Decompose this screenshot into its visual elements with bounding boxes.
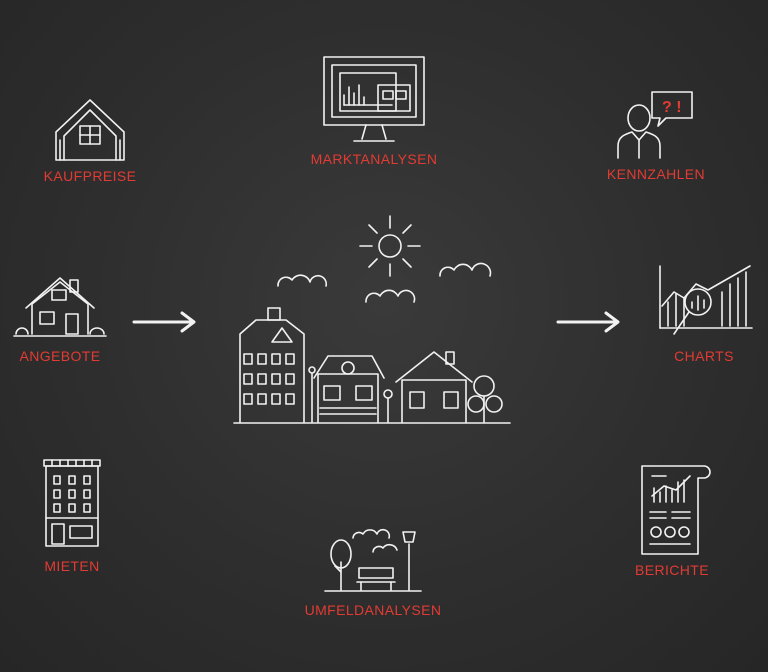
arrow-right-icon [132,311,196,333]
node-umfeldanalysen: UMFELDANALYSEN [300,522,446,618]
report-document-icon [641,465,711,555]
node-charts: CHARTS [648,262,760,364]
cityscape-icon [233,215,511,424]
label-kaufpreise: KAUFPREISE [43,168,137,184]
park-bench-icon [324,528,422,592]
cloud-icon [439,262,492,277]
label-umfeldanalysen: UMFELDANALYSEN [304,602,442,618]
node-mieten: MIETEN [30,456,114,574]
chart-magnifier-icon [659,265,753,335]
label-charts: CHARTS [674,348,734,364]
tree-icon [473,375,495,397]
monitor-chart-icon [323,56,425,142]
sun-icon [359,215,421,277]
speech-bubble-text: ? ! [662,99,682,116]
label-mieten: MIETEN [44,558,100,574]
house-roof-icon [55,99,125,161]
label-berichte: BERICHTE [635,562,709,578]
cloud-icon [277,274,328,287]
label-marktanalysen: MARKTANALYSEN [310,151,438,167]
person-question-icon: ? ! [617,91,693,159]
node-kaufpreise: KAUFPREISE [40,96,140,184]
label-angebote: ANGEBOTE [19,348,101,364]
apartment-building-icon [43,459,101,547]
node-berichte: BERICHTE [624,462,720,578]
label-kennzahlen: KENNZAHLEN [606,166,706,182]
node-kennzahlen: ? ! KENNZAHLEN [600,88,712,182]
arrow-right-icon [556,311,620,333]
node-marktanalysen: MARKTANALYSEN [304,55,444,167]
node-angebote: ANGEBOTE [12,274,108,364]
small-house-icon [13,277,107,337]
cloud-icon [365,289,416,303]
